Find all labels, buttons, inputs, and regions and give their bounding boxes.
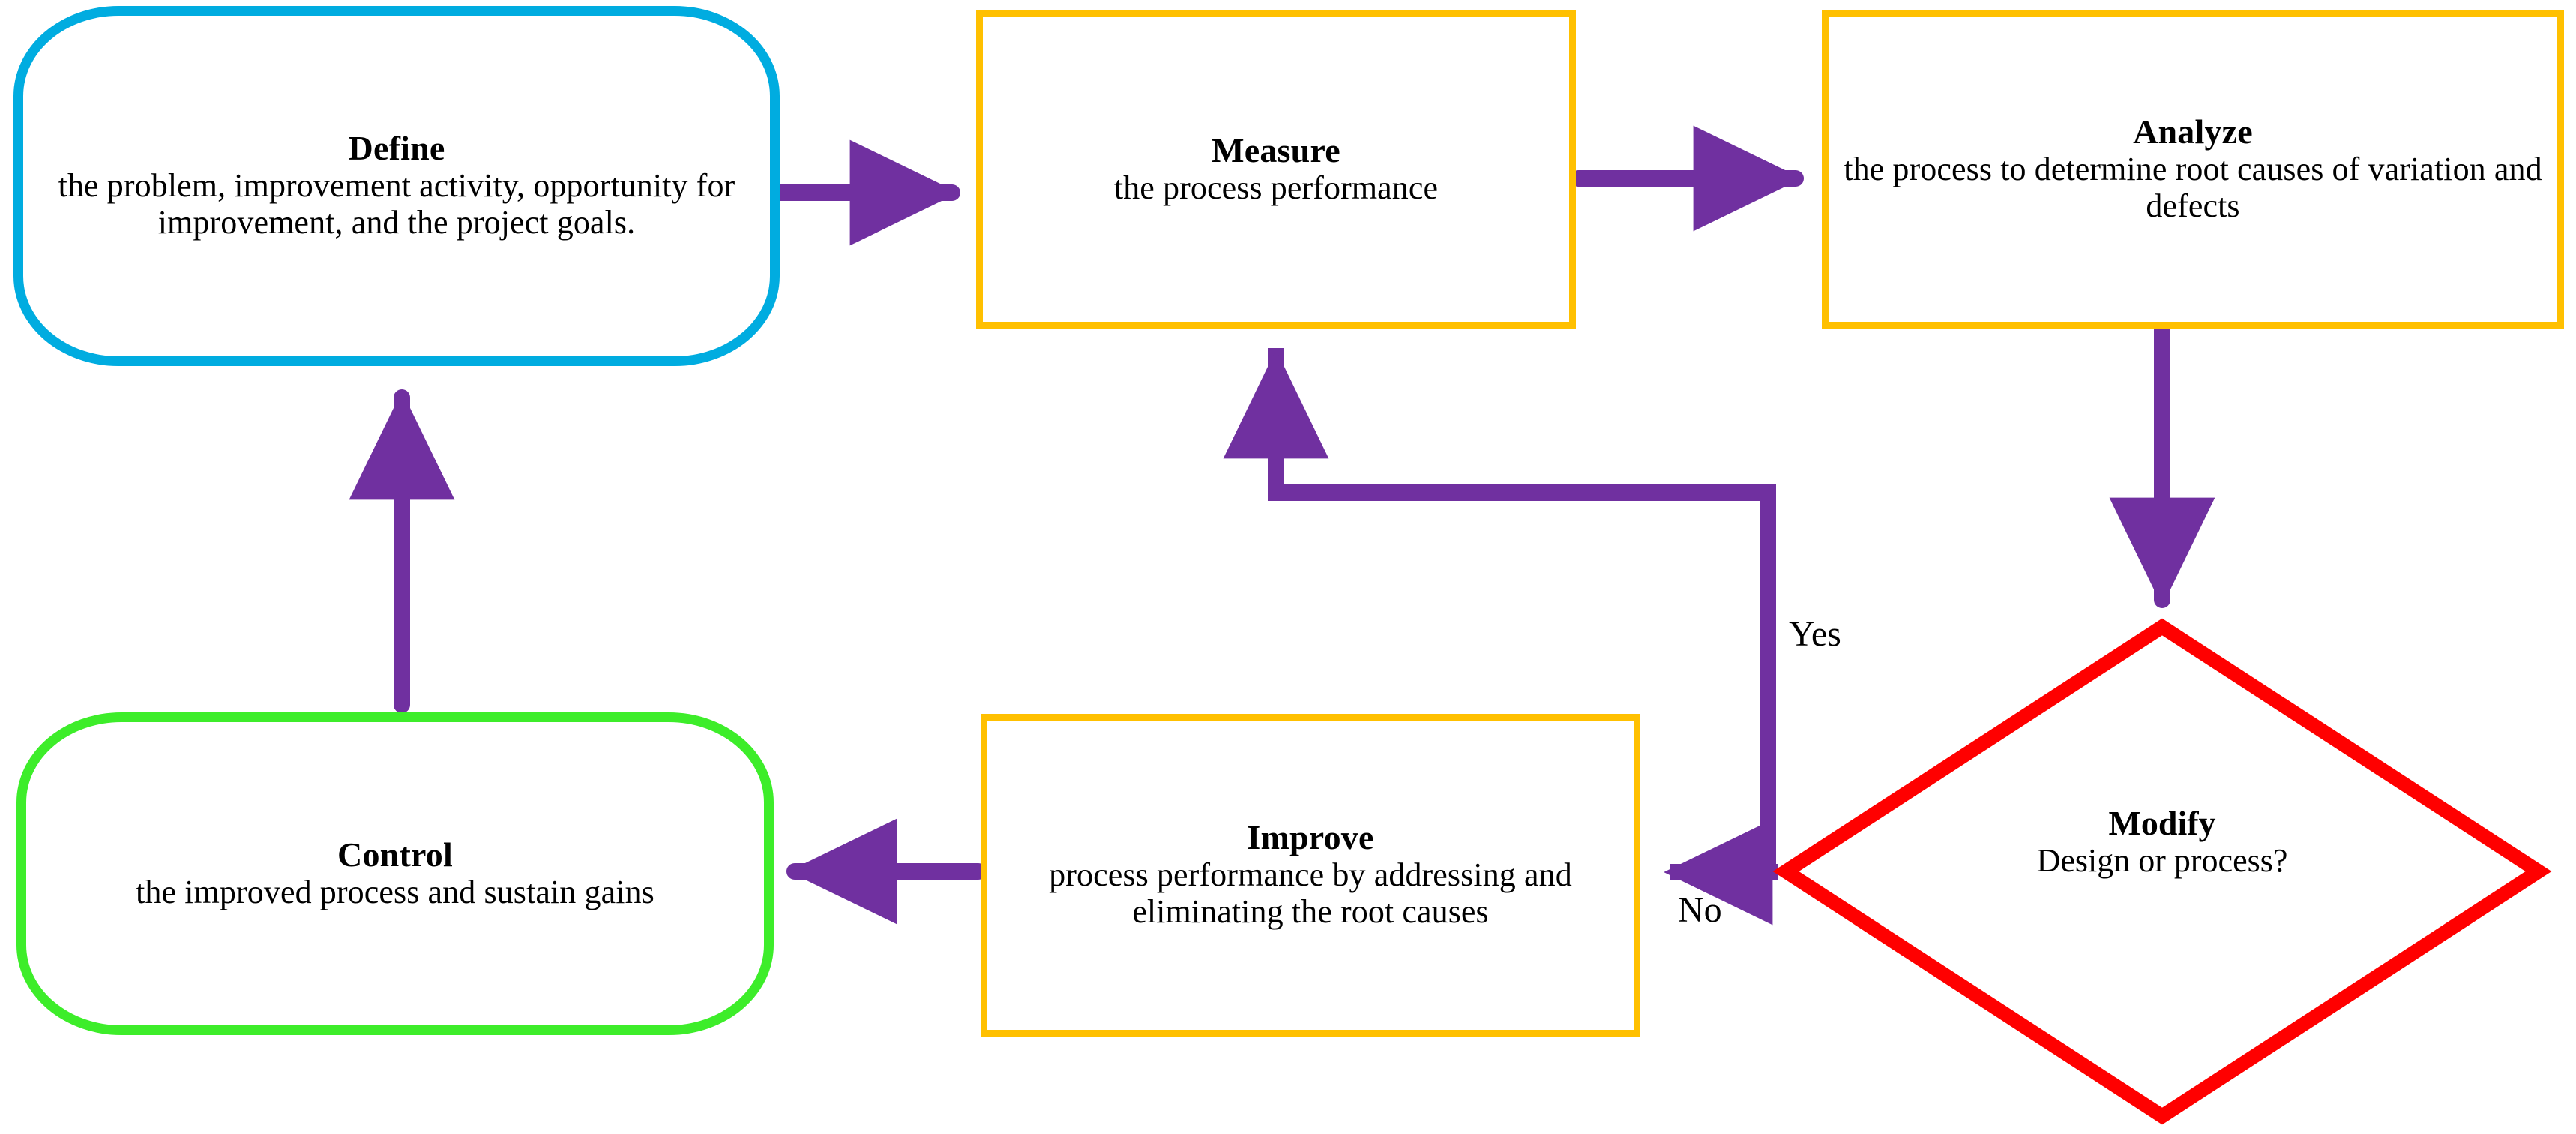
node-measure-description: the process performance xyxy=(1113,169,1439,206)
node-analyze-description: the process to determine root causes of … xyxy=(1844,151,2542,225)
node-define-description: the problem, improvement activity, oppor… xyxy=(58,167,735,242)
node-measure[interactable]: Measure the process performance xyxy=(976,10,1576,328)
edge-label-yes: Yes xyxy=(1789,614,1841,654)
node-define-title: Define xyxy=(348,129,445,168)
node-modify-description: Design or process? xyxy=(2036,842,2288,879)
modify-diamond-shape xyxy=(1778,620,2546,1124)
node-control-title: Control xyxy=(337,835,453,874)
node-improve[interactable]: Improve process performance by addressin… xyxy=(981,714,1640,1036)
node-improve-title: Improve xyxy=(1247,818,1374,857)
node-analyze-title: Analyze xyxy=(2133,112,2253,152)
node-modify-title: Modify xyxy=(2108,804,2216,842)
node-define[interactable]: Define the problem, improvement activity… xyxy=(13,6,780,366)
node-control-description: the improved process and sustain gains xyxy=(136,873,654,910)
node-control[interactable]: Control the improved process and sustain… xyxy=(16,712,774,1035)
node-analyze[interactable]: Analyze the process to determine root ca… xyxy=(1822,10,2564,328)
node-measure-title: Measure xyxy=(1212,130,1340,170)
edge-modify-yes-to-measure xyxy=(1223,348,1776,880)
node-modify[interactable]: Modify Design or process? xyxy=(1778,620,2546,1124)
node-improve-description: process performance by addressing and el… xyxy=(1049,856,1572,931)
edge-label-no: No xyxy=(1678,890,1722,930)
